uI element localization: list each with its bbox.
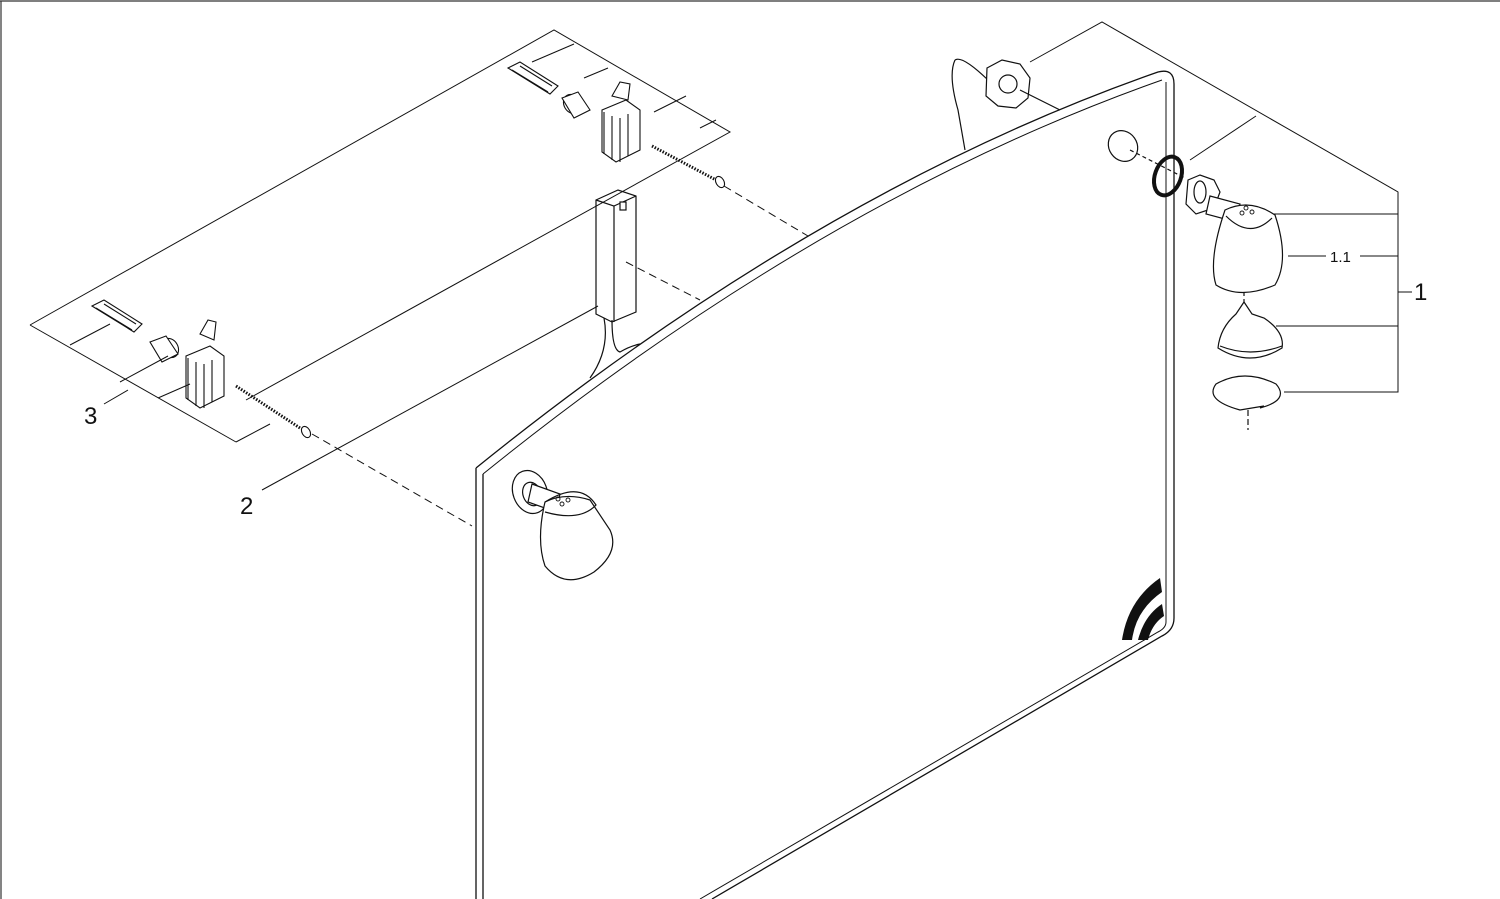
shade-vent-icon xyxy=(1239,205,1255,216)
o-ring xyxy=(1151,154,1185,198)
callout-1-1: 1.1 xyxy=(1330,249,1351,266)
leader-lines xyxy=(29,21,1412,491)
callout-2: 2 xyxy=(240,493,253,520)
mounted-lamp xyxy=(511,469,614,581)
transformer-box xyxy=(589,189,641,379)
mirror-panel xyxy=(475,70,1175,899)
alignment-lines xyxy=(311,185,809,527)
callout-3: 3 xyxy=(84,403,97,430)
callout-1: 1 xyxy=(1414,279,1427,306)
mounting-kit-left xyxy=(90,299,312,439)
lamp-assembly-exploded xyxy=(1107,130,1284,430)
lamp-shade xyxy=(1212,204,1284,294)
brand-logo-icon xyxy=(1122,578,1164,640)
lamp-vent-icon xyxy=(555,496,571,507)
cable-nut xyxy=(951,58,1061,151)
mounting-kit-top xyxy=(506,61,726,189)
reflector-bulb xyxy=(1217,300,1283,359)
retaining-ring xyxy=(1212,375,1281,411)
